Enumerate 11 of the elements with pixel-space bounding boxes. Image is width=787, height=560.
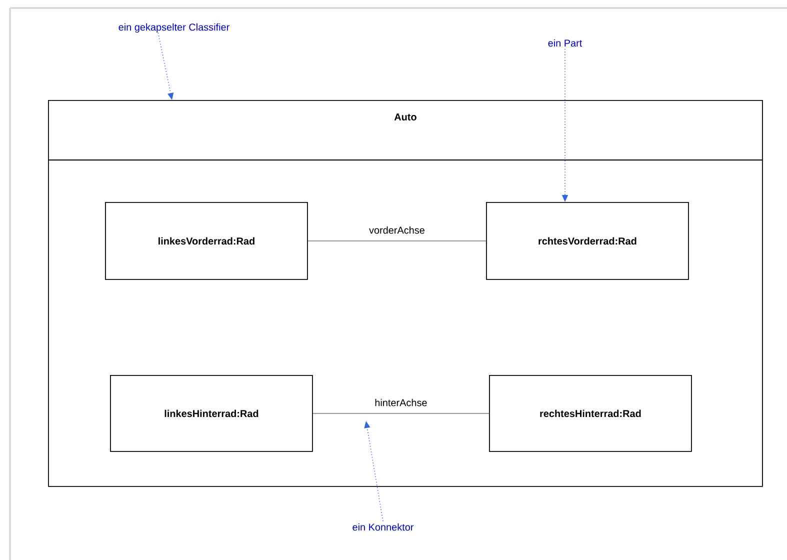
part-box: linkesHinterrad:Rad <box>110 375 313 452</box>
annotation-text: ein Konnektor <box>352 523 414 531</box>
part-box: rchtesVorderrad:Rad <box>486 202 689 280</box>
edge-label: hinterAchse <box>374 398 428 408</box>
annotation-text: ein gekapselter Classifier <box>118 23 230 33</box>
part-box: rechtesHinterrad:Rad <box>489 375 692 452</box>
connector-line <box>312 413 490 414</box>
edge-label: vorderAchse <box>368 225 426 235</box>
annotation-text: ein Part <box>548 39 582 47</box>
part-box: linkesVorderrad:Rad <box>105 202 308 280</box>
connector-line <box>308 240 486 242</box>
